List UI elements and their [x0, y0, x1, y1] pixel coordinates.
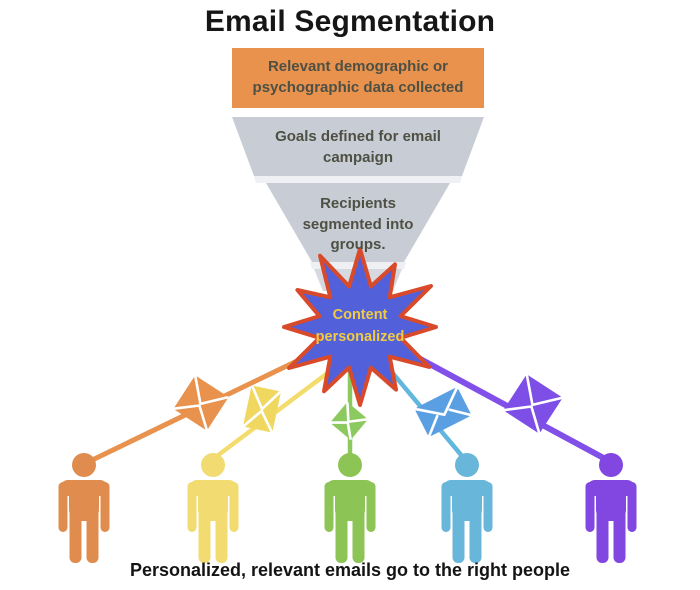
funnel-gap-strip-1: [254, 176, 462, 183]
content-personalized-starburst: [282, 247, 438, 407]
funnel-stage1-shape: [232, 48, 484, 108]
funnel-stage1-label: Relevant demographic or psychographic da…: [252, 58, 464, 96]
orange-person-icon: [58, 453, 110, 563]
page-title: Email Segmentation: [204, 5, 496, 38]
orange-envelope-icon: [173, 375, 229, 431]
purple-envelope-icon: [503, 374, 563, 434]
blue-person-icon: [441, 453, 493, 563]
yellow-person-icon: [187, 453, 239, 563]
funnel-stage3-label: Recipients segmented into groups.: [302, 194, 414, 254]
line-to-purple-person: [397, 345, 614, 465]
yellow-envelope-icon: [242, 385, 282, 433]
funnel-stage3-shape: [266, 183, 450, 262]
bottom-caption: Personalized, relevant emails go to the …: [129, 560, 571, 580]
green-envelope-icon: [330, 402, 368, 440]
funnel-stage2-shape: [232, 117, 484, 176]
green-person-icon: [324, 453, 376, 563]
line-to-yellow-person: [210, 357, 348, 462]
starburst-label: Content personalized: [315, 306, 405, 345]
blue-envelope-icon: [414, 386, 472, 438]
purple-person-icon: [585, 453, 637, 563]
funnel-stage2-label: Goals defined for email campaign: [275, 128, 441, 166]
